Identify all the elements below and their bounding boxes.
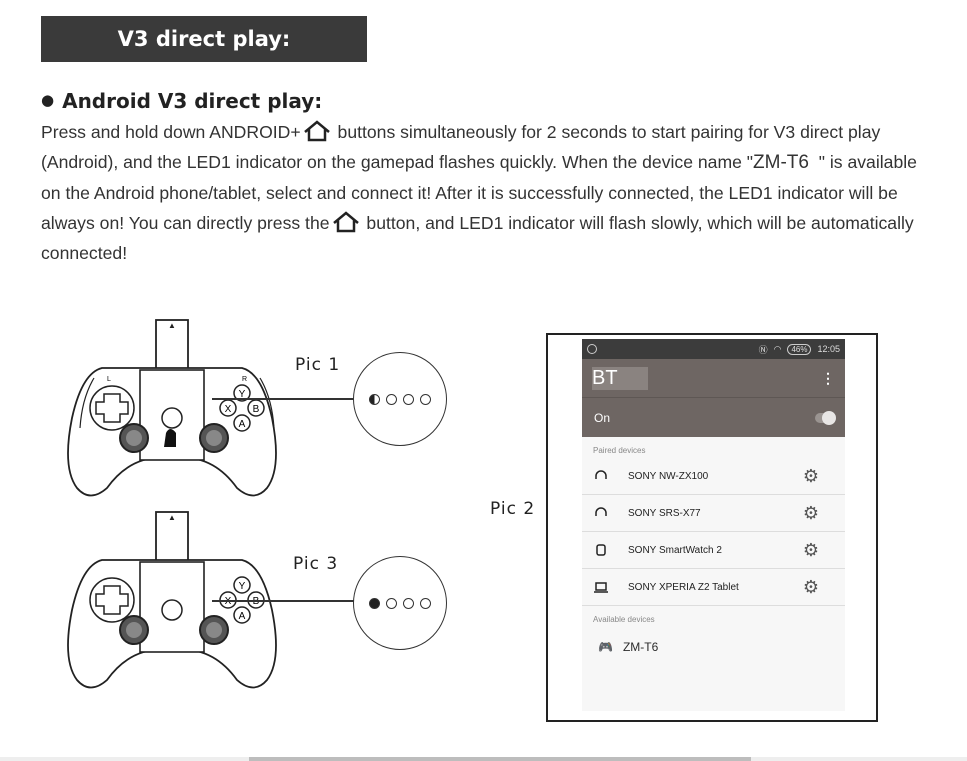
laptop-icon bbox=[594, 582, 608, 593]
watch-icon bbox=[596, 544, 606, 556]
led3-off-icon bbox=[403, 393, 414, 405]
gear-icon[interactable]: ⚙ bbox=[802, 465, 819, 486]
app-bar: BT ⋮ bbox=[582, 359, 845, 397]
led-indicator-pic3 bbox=[353, 556, 447, 650]
led1-on-icon bbox=[369, 597, 380, 609]
gear-icon[interactable]: ⚙ bbox=[802, 539, 819, 560]
toggle-label: On bbox=[594, 410, 611, 425]
gamepad-illustration-2: ▲ Y X B A bbox=[67, 511, 277, 689]
led4-off-icon bbox=[420, 393, 431, 405]
nfc-icon: Ⓝ bbox=[758, 344, 768, 355]
device-name-label: SONY SRS-X77 bbox=[628, 507, 701, 519]
paired-device-row[interactable]: SONY NW-ZX100 ⚙ bbox=[582, 458, 845, 495]
bluetooth-toggle[interactable] bbox=[815, 410, 836, 425]
svg-text:▲: ▲ bbox=[168, 321, 176, 330]
led3-off-icon bbox=[403, 597, 414, 609]
device-name: ZM-T6 bbox=[753, 152, 809, 173]
page-title: BT bbox=[592, 366, 648, 390]
section-title-box: V3 direct play: bbox=[41, 16, 367, 62]
clock: 12:05 bbox=[817, 344, 840, 354]
subheading: ● Android V3 direct play: bbox=[41, 89, 322, 113]
available-devices-label: Available devices bbox=[593, 615, 655, 624]
paired-device-row[interactable]: SONY XPERIA Z2 Tablet ⚙ bbox=[582, 569, 845, 606]
section-title: V3 direct play: bbox=[117, 27, 291, 51]
notification-icon bbox=[587, 344, 597, 354]
headphones-icon bbox=[595, 470, 607, 479]
button-a-label: A bbox=[239, 419, 246, 430]
gamepad-icon: 🎮 bbox=[598, 640, 613, 654]
pic3-connector bbox=[212, 600, 356, 602]
bullet-icon: ● bbox=[41, 91, 55, 109]
button-y-label: Y bbox=[239, 389, 246, 400]
pic3-label: Pic 3 bbox=[293, 554, 339, 574]
paired-device-row[interactable]: SONY SmartWatch 2 ⚙ bbox=[582, 532, 845, 569]
instructions-paragraph: Press and hold down ANDROID+ buttons sim… bbox=[41, 117, 931, 268]
battery-badge: 46% bbox=[787, 343, 812, 355]
led4-off-icon bbox=[420, 597, 431, 609]
r-label: R bbox=[242, 376, 247, 383]
paired-devices-label: Paired devices bbox=[593, 446, 646, 455]
device-name-label: SONY SmartWatch 2 bbox=[628, 544, 722, 556]
overflow-menu-icon[interactable]: ⋮ bbox=[821, 369, 835, 386]
svg-text:▲: ▲ bbox=[168, 513, 176, 522]
headphones-icon bbox=[595, 507, 607, 516]
subheading-text: Android V3 direct play: bbox=[62, 89, 323, 113]
gamepad-illustration-1: ▲ Y X B A L R bbox=[67, 319, 277, 497]
pic1-label: Pic 1 bbox=[295, 355, 341, 375]
wifi-icon: ◠ bbox=[773, 343, 782, 354]
device-name-label: SONY NW-ZX100 bbox=[628, 470, 709, 482]
bluetooth-toggle-row[interactable]: On bbox=[582, 397, 845, 437]
para-part-3: " is available on the Android phone/tabl… bbox=[41, 152, 917, 233]
led2-off-icon bbox=[386, 597, 397, 609]
paired-device-row[interactable]: SONY SRS-X77 ⚙ bbox=[582, 495, 845, 532]
svg-text:Y: Y bbox=[239, 581, 246, 592]
led-indicator-pic1 bbox=[353, 352, 447, 446]
svg-text:A: A bbox=[239, 611, 246, 622]
l-label: L bbox=[107, 376, 111, 383]
led1-half-icon bbox=[369, 393, 380, 405]
button-b-label: B bbox=[253, 404, 260, 415]
pic1-connector bbox=[212, 398, 356, 400]
pic2-label: Pic 2 bbox=[490, 499, 536, 519]
footer-divider-mark bbox=[249, 757, 751, 761]
available-device-row[interactable]: 🎮 ZM-T6 bbox=[582, 627, 845, 667]
device-name-label: SONY XPERIA Z2 Tablet bbox=[628, 581, 739, 593]
button-x-label: X bbox=[225, 404, 232, 415]
available-device-name: ZM-T6 bbox=[622, 640, 659, 654]
para-part-4: button, and LED1 indicator will flash sl… bbox=[41, 213, 914, 263]
home-icon bbox=[332, 211, 359, 233]
phone-bluetooth-screen: Ⓝ ◠ 46% 12:05 BT ⋮ On Paired devices SON… bbox=[582, 339, 845, 711]
led2-off-icon bbox=[386, 393, 397, 405]
status-bar: Ⓝ ◠ 46% 12:05 bbox=[582, 339, 845, 359]
gear-icon[interactable]: ⚙ bbox=[802, 502, 819, 523]
gear-icon[interactable]: ⚙ bbox=[802, 576, 819, 597]
home-icon bbox=[303, 120, 330, 142]
para-part-1: Press and hold down ANDROID+ bbox=[41, 122, 301, 142]
para-part-2: buttons simultaneously for 2 seconds to … bbox=[41, 122, 881, 172]
